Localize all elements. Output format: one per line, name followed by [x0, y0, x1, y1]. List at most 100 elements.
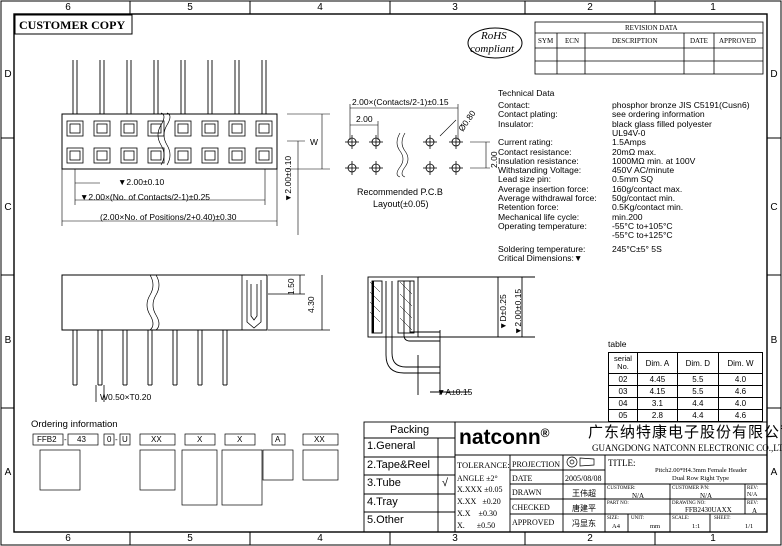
spec-value: 245°C±5° 5S [612, 243, 662, 254]
contact-cell [228, 147, 246, 164]
spec-value: 1000MΩ min. at 100V [612, 155, 696, 166]
spec-value: 50g/contact min. [612, 193, 676, 203]
zone-col-2-bottom: 2 [587, 533, 593, 544]
dim-table-cell: 4.45 [637, 373, 678, 386]
spec-value: min.200 [612, 211, 643, 222]
brand-name: natconn [459, 426, 541, 449]
customer-label: CUSTOMER: [607, 486, 636, 491]
spec-value: 0.5Kg/contact min. [612, 202, 684, 213]
scale-label: SCALE: [672, 516, 690, 521]
checked-value: 唐建平 [572, 504, 596, 513]
dim-table-header: serial No. [608, 352, 638, 374]
dim-table-cell: 04 [608, 397, 638, 410]
pcb-caption-tolerance: Layout(±0.05) [373, 199, 429, 209]
spec-value: UL94V-0 [612, 127, 646, 138]
contact-cell [93, 120, 111, 137]
contact-cell [228, 120, 246, 137]
projection-label: PROJECTION [512, 460, 561, 469]
packing-check-mark: √ [442, 477, 449, 489]
part-no-label: PART NO: [607, 501, 629, 506]
registered-mark: ® [540, 426, 550, 440]
spec-value: -55°C to+125°C [612, 230, 673, 241]
packing-option: 3.Tube [367, 477, 401, 489]
rev2-label: REV: [747, 501, 759, 506]
order-code-material: X [237, 435, 243, 444]
customer-pn-label: CUSTOMER P/N: [672, 486, 710, 491]
dim-table-header: Dim. W [717, 352, 764, 374]
contact-cell [93, 147, 111, 164]
zone-col-3-bottom: 3 [452, 533, 458, 544]
revision-header-approved: APPROVED [719, 37, 756, 45]
order-dash: - [115, 435, 118, 444]
contact-cell [174, 120, 192, 137]
dim-table-header: Dim. A [637, 352, 678, 374]
spec-value: 20mΩ max. [612, 146, 657, 157]
rev-value: N/A [747, 492, 758, 498]
unit-value: mm [650, 523, 661, 530]
contact-cell-inner [258, 150, 270, 161]
zone-col-4: 4 [317, 2, 323, 13]
dim-table-cell: 02 [608, 373, 638, 386]
contact-cell [201, 120, 219, 137]
order-code-type: U [122, 435, 128, 444]
rohs-compliant-label: compliant [470, 43, 514, 55]
spec-value: 160g/contact max. [612, 183, 683, 194]
order-code-option: A [275, 435, 281, 444]
tolerance-label: TOLERANCE: [457, 460, 510, 470]
contact-cell [147, 120, 165, 137]
dim-table-cell: 5.5 [676, 373, 719, 386]
dim-table-cell: 4.0 [717, 373, 764, 386]
contact-cell-inner [177, 123, 189, 134]
approved-label: APPROVED [512, 518, 555, 527]
scale-value: 1:1 [692, 523, 701, 530]
pcb-caption: Recommended P.C.B [357, 187, 443, 197]
contact-cell [147, 147, 165, 164]
zone-row-c: C [4, 202, 12, 213]
drawing-no-label: DRAWING NO: [672, 501, 706, 506]
contact-cell-inner [150, 123, 162, 134]
contact-cell [255, 120, 273, 137]
approved-value: 冯显东 [572, 519, 596, 528]
contact-cell-inner [69, 123, 81, 134]
dim-table-cell: 4.6 [717, 409, 764, 422]
zone-row-b-right: B [770, 335, 778, 346]
zone-col-6-bottom: 6 [65, 533, 71, 544]
drawn-label: DRAWN [512, 488, 542, 497]
spec-label: Average insertion force: [498, 183, 589, 194]
spec-label: Retention force: [498, 202, 559, 213]
dim-d-tolerance: ▼D±0.25 [498, 294, 508, 330]
dim-row-pitch: ▼2.00±0.10 [118, 177, 165, 187]
contact-cell-inner [231, 123, 243, 134]
company-en-name: GUANGDONG NATCONN ELECTRONIC CO.,LTD [592, 443, 782, 453]
zone-row-d-right: D [770, 69, 778, 80]
dim-width-w: W [310, 137, 319, 147]
spec-title: Technical Data [498, 88, 555, 98]
spec-label: Insulation resistance: [498, 155, 579, 166]
zone-col-1: 1 [710, 2, 716, 13]
drawn-value: 王伟超 [572, 489, 596, 498]
company-cn-name: 广东纳特康电子股份有限公司 [588, 425, 782, 441]
zone-row-d: D [4, 69, 12, 80]
title-label: TITLE: [608, 458, 636, 468]
contact-cell-inner [204, 123, 216, 134]
spec-label: Soldering temperature: [498, 243, 586, 254]
contact-cell [120, 147, 138, 164]
packing-option: 2.Tape&Reel [367, 458, 430, 471]
dim-table-cell: 5.5 [676, 385, 719, 398]
contact-cell [66, 120, 84, 137]
customer-copy-title: CUSTOMER COPY [19, 18, 126, 32]
dim-right-200: ▼2.00±0.15 [513, 288, 523, 335]
zone-col-1-bottom: 1 [710, 533, 716, 544]
contact-cell-inner [231, 150, 243, 161]
rev-label: REV: [747, 486, 759, 491]
dim-table-cell: 05 [608, 409, 638, 422]
spec-label: Mechanical life cycle: [498, 211, 580, 222]
spec-value: phosphor bronze JIS C5191(Cusn6) [612, 100, 750, 110]
spec-value: 1.5Amps [612, 137, 646, 148]
spec-label: Insulator: [498, 118, 534, 129]
rev2-value: A [752, 507, 758, 515]
zone-col-5-bottom: 5 [187, 533, 193, 544]
dim-table-cell: 4.15 [637, 385, 678, 398]
